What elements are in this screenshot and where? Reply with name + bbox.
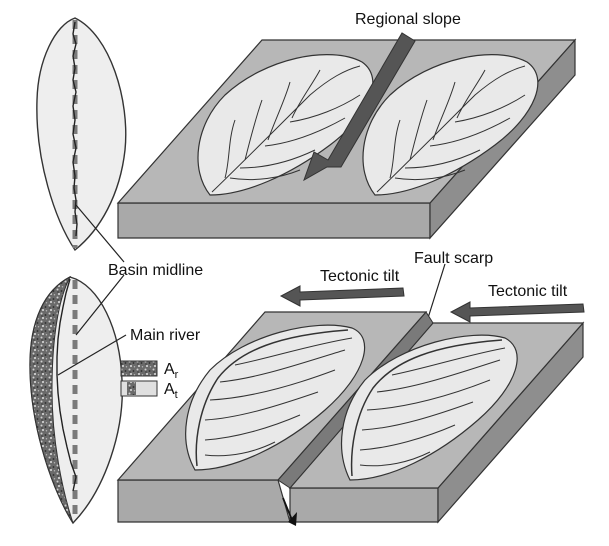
tectonic-tilt-arrow-right [449, 301, 585, 323]
block-bottom [116, 285, 585, 526]
regional-slope-arrow [303, 32, 416, 182]
block-top-basin-2-drainage [376, 65, 526, 193]
regional-slope-label: Regional slope [355, 11, 461, 28]
fault-displacement-arrow [282, 497, 297, 526]
block-bottom-basin-2-drainage [350, 339, 506, 477]
basin-midline-label: Basin midline [108, 262, 203, 279]
map-bottom-ar-region [29, 275, 74, 524]
legend-ar-swatch [120, 360, 158, 377]
map-bottom-river [56, 278, 77, 492]
map-top [36, 17, 127, 252]
tectonic-tilt-label-right: Tectonic tilt [488, 283, 568, 300]
legend: Ar At [120, 360, 179, 401]
block-bottom-basin-1-drainage [195, 329, 353, 467]
legend-at-swatch [120, 380, 158, 397]
block-bottom-basin-2 [340, 334, 518, 481]
block-top-front-face [117, 202, 431, 239]
leader-midline-top [75, 204, 125, 263]
leader-midline-bottom [75, 274, 125, 336]
tectonic-tilt-arrow-left [279, 285, 405, 307]
fault-scarp-label: Fault scarp [414, 250, 493, 267]
leader-fault-scarp [427, 263, 446, 319]
legend-at-swatch-dot [127, 382, 136, 395]
block-bottom-basin-1 [185, 324, 366, 471]
map-bottom [29, 275, 123, 525]
main-river-label: Main river [130, 327, 201, 344]
block-top-basin-1 [197, 54, 374, 196]
leader-main-river [57, 334, 127, 376]
block-bottom-right-front-face [289, 487, 439, 523]
map-top-river [72, 21, 78, 237]
block-top [116, 32, 577, 240]
block-top-basin-1-drainage [211, 65, 361, 193]
map-top-outline [36, 17, 127, 252]
legend-at-label: At [164, 381, 178, 401]
tectonic-tilt-label-left: Tectonic tilt [320, 268, 400, 285]
block-bottom-left-front-face [117, 479, 291, 523]
legend-ar-label: Ar [164, 361, 179, 381]
block-top-basin-2 [362, 54, 539, 196]
leader-lines [57, 204, 446, 376]
